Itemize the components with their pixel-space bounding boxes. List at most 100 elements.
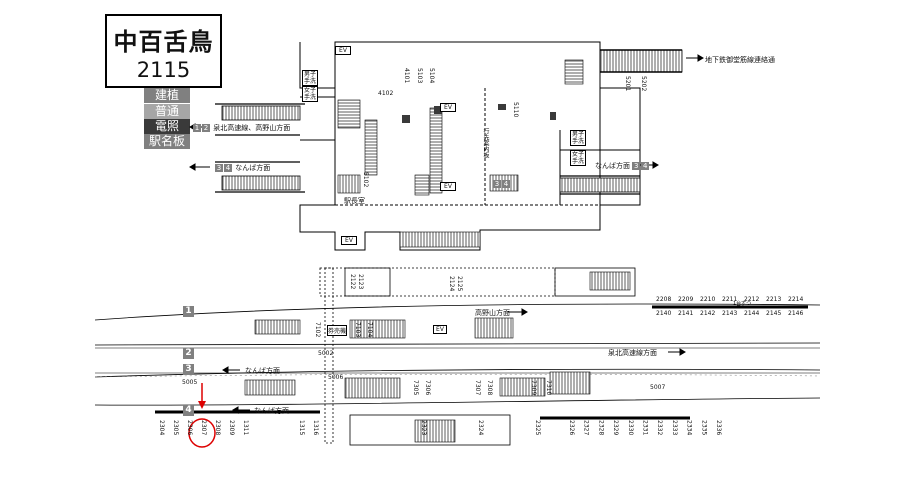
ev-3: EV	[440, 182, 456, 191]
dir-senboku: 泉北高速線方面	[608, 349, 657, 357]
code-2332: 2332	[656, 420, 664, 436]
stairs-left-lower	[221, 175, 301, 191]
code-1311: 1311	[242, 420, 249, 436]
dir-koya: 高野山方面	[475, 309, 510, 317]
toilet-men-left: 男子手洗	[302, 70, 318, 86]
code-2309: 2309	[228, 420, 235, 436]
toilet-women-left: 女子手洗	[302, 86, 318, 102]
sign-top-2208: 2208	[656, 296, 672, 303]
code-2304: 2304	[158, 420, 165, 436]
stairs-right	[559, 177, 641, 193]
code-5201: 5201	[624, 76, 631, 92]
code-2328: 2328	[597, 420, 605, 436]
sign-top-2209: 2209	[678, 296, 694, 303]
stairs-top-right	[599, 49, 683, 73]
code-2331: 2331	[641, 420, 649, 436]
code-2324: 2324	[477, 420, 484, 436]
code-7104: 7104	[366, 322, 373, 338]
code-4102: 4102	[378, 90, 394, 97]
sign-top-2211: 2211	[722, 296, 738, 303]
code-5006: 5006	[328, 374, 344, 381]
code-7305: 7305	[412, 380, 419, 396]
code-7306: 7306	[424, 380, 431, 396]
station-office-label: 駅長室	[344, 197, 365, 205]
code-5007: 5007	[650, 384, 666, 391]
highlight-circle	[188, 418, 216, 448]
station-name: 中百舌鳥	[113, 28, 214, 56]
code-2323: 2323	[420, 420, 427, 436]
ev-1: EV	[335, 46, 351, 55]
code-7310: 7310	[545, 380, 552, 396]
code-2333: 2333	[670, 420, 678, 436]
code-5103: 5103	[416, 68, 423, 84]
code-5002: 5002	[318, 350, 334, 357]
legend-ekimeiban: 駅名板	[144, 134, 190, 149]
code-2122: 2122	[349, 274, 356, 290]
platform-1-number: 1	[183, 306, 194, 317]
ev-2: EV	[440, 103, 456, 112]
legend-kenshoku: 建植	[144, 88, 190, 103]
code-7102: 7102	[314, 322, 321, 338]
station-title-box: 中百舌鳥 2115	[105, 14, 222, 88]
code-7307: 7307	[474, 380, 481, 396]
platform-box-1: 券売機	[327, 325, 347, 336]
code-7309: 7309	[530, 380, 537, 396]
sign-top-2213: 2213	[766, 296, 782, 303]
code-2123: 2123	[357, 274, 364, 290]
toilet-women-right: 女子手洗	[570, 150, 586, 166]
code-5110: 5110	[512, 102, 519, 118]
ev-4: EV	[341, 236, 357, 245]
code-2326: 2326	[568, 420, 575, 436]
sign-top-2210: 2210	[700, 296, 716, 303]
concourse-outline	[299, 41, 641, 251]
subway-link-label: 地下鉄御堂筋線連絡通	[705, 56, 775, 64]
code-2308: 2308	[214, 420, 221, 436]
code-2330: 2330	[626, 420, 634, 436]
sign-bottom-2140: 2140	[656, 310, 672, 317]
code-4101: 4101	[403, 68, 410, 84]
code-5202: 5202	[640, 76, 647, 92]
sign-bottom-2143: 2143	[722, 310, 738, 317]
station-code: 2115	[136, 58, 191, 82]
code-2336: 2336	[715, 420, 722, 436]
code-2125: 2125	[456, 276, 463, 292]
code-5104: 5104	[428, 68, 435, 84]
legend-densho: 電照	[144, 119, 190, 134]
code-7103: 7103	[354, 322, 361, 338]
dir-namba-3: なんば方面	[245, 367, 280, 375]
code-5005: 5005	[182, 379, 198, 386]
code-2305: 2305	[172, 420, 179, 436]
toilet-men-right: 男子手洗	[570, 130, 586, 146]
ticket-info-label: 行先案内板	[482, 128, 489, 158]
sign-bottom-2144: 2144	[744, 310, 760, 317]
sign-bottom-2145: 2145	[766, 310, 782, 317]
code-2329: 2329	[612, 420, 620, 436]
code-2327: 2327	[582, 420, 590, 436]
code-2306: 2306	[186, 420, 193, 436]
code-2307: 2307	[200, 420, 207, 436]
sign-bottom-2146: 2146	[788, 310, 804, 317]
code-1316: 1316	[312, 420, 319, 436]
code-2124: 2124	[448, 276, 455, 292]
stairs-left-upper	[221, 105, 301, 121]
code-2335: 2335	[700, 420, 708, 436]
sign-bottom-2141: 2141	[678, 310, 694, 317]
dir-namba-4: なんば方面	[254, 407, 289, 415]
sign-top-2214: 2214	[788, 296, 804, 303]
code-5102: 5102	[362, 172, 369, 188]
code-7308: 7308	[486, 380, 493, 396]
code-2334: 2334	[685, 420, 693, 436]
legend-futsu: 普通	[144, 104, 190, 119]
sign-bottom-2142: 2142	[700, 310, 716, 317]
platform-3-number: 3	[183, 364, 194, 375]
code-2325: 2325	[534, 420, 541, 436]
platform-ev: EV	[433, 325, 447, 334]
code-1315: 1315	[298, 420, 305, 436]
sign-top-2212: 2212	[744, 296, 760, 303]
platform-structures	[319, 267, 636, 446]
